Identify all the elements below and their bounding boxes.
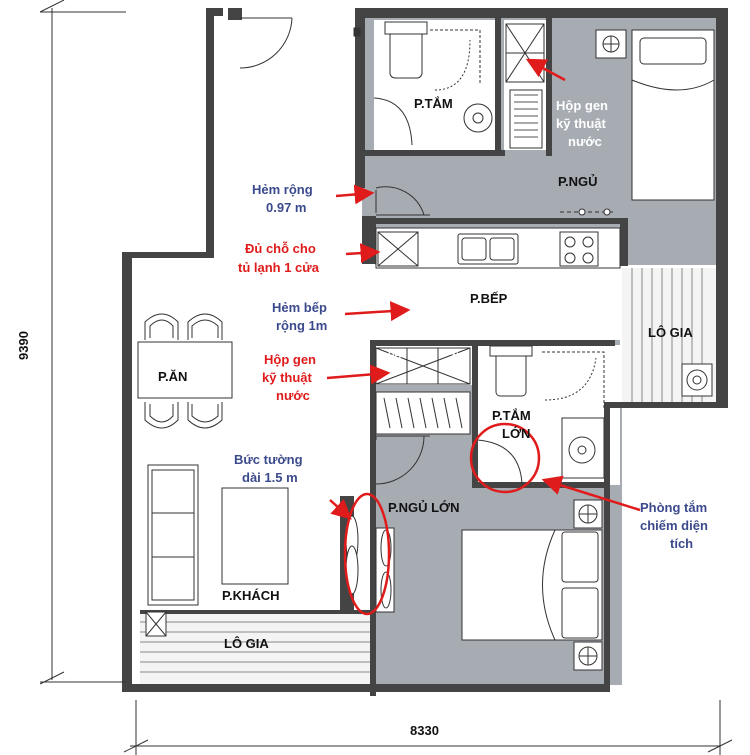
- room-label-dining: P.ĂN: [158, 369, 187, 384]
- master-bedroom-furniture: [461, 499, 603, 671]
- svg-text:tủ lạnh 1 cửa: tủ lạnh 1 cửa: [238, 260, 320, 275]
- highlight-bath-circle: [469, 422, 541, 494]
- room-label-bedroom: P.NGỦ: [558, 174, 598, 189]
- svg-text:rộng 1m: rộng 1m: [276, 318, 327, 333]
- note-hallway-width: Hẻm rộng 0.97 m: [252, 182, 313, 215]
- washing-machine: [681, 363, 713, 397]
- dimension-height: 9390: [16, 331, 31, 360]
- duct-tag-hb: HB: [388, 351, 401, 361]
- svg-text:dài 1.5 m: dài 1.5 m: [242, 470, 298, 485]
- duct-left-boxes: [375, 347, 471, 385]
- room-labels: P.TẮM P.NGỦ P.BẾP LÔ GIA P.ĂN P.TẮM LỚN …: [158, 96, 693, 651]
- room-label-balcony-bottom: LÔ GIA: [224, 636, 269, 651]
- annotation-arrows: [326, 58, 641, 520]
- room-label-living: P.KHÁCH: [222, 588, 280, 603]
- svg-text:Bức tường: Bức tường: [234, 452, 303, 467]
- svg-text:Hộp gen: Hộp gen: [556, 98, 608, 113]
- room-label-bath-small: P.TẮM: [414, 96, 453, 111]
- dimension-lines: [39, 0, 733, 755]
- highlight-circles: [343, 422, 541, 616]
- svg-text:kỹ thuật: kỹ thuật: [556, 116, 607, 131]
- svg-text:kỹ thuật: kỹ thuật: [262, 370, 313, 385]
- arrow-fridge: [345, 243, 381, 264]
- bedroom-door: [375, 186, 430, 216]
- room-label-kitchen: P.BẾP: [470, 291, 508, 306]
- arrow-kitchen-hall: [344, 301, 411, 322]
- arrow-bath: [541, 475, 641, 512]
- duct-tag-n: N: [452, 351, 459, 361]
- note-duct-top: Hộp gen kỹ thuật nước: [556, 98, 608, 149]
- dimension-width: 8330: [410, 723, 439, 738]
- room-label-bath-master-1: P.TẮM: [492, 408, 531, 423]
- highlight-wall-circle: [343, 492, 391, 616]
- wardrobe: [375, 391, 471, 435]
- svg-text:nước: nước: [276, 388, 310, 403]
- balcony-bottom-deck: [140, 611, 372, 684]
- duct-tag-hw: HW: [419, 351, 434, 361]
- svg-text:Phòng tắm: Phòng tắm: [640, 500, 707, 515]
- note-duct-left: Hộp gen kỹ thuật nước: [262, 352, 316, 403]
- svg-text:nước: nước: [568, 134, 602, 149]
- svg-text:Hẻm rộng: Hẻm rộng: [252, 182, 313, 197]
- room-label-bath-master-2: LỚN: [502, 426, 530, 441]
- svg-text:Hộp gen: Hộp gen: [264, 352, 316, 367]
- master-bedroom-door: [375, 435, 430, 485]
- bath-small-fixtures: [373, 21, 493, 146]
- arrow-hallway: [335, 184, 375, 205]
- dining-set: [137, 313, 233, 429]
- arrow-duct-left: [326, 364, 391, 385]
- svg-text:0.97 m: 0.97 m: [266, 200, 306, 215]
- note-fridge-space: Đủ chỗ cho tủ lạnh 1 cửa: [238, 241, 320, 275]
- note-bathroom-area: Phòng tắm chiếm diện tích: [640, 500, 708, 551]
- note-wall-length: Bức tường dài 1.5 m: [234, 452, 303, 485]
- duct-tags: HB HW N: [388, 351, 459, 361]
- svg-text:Đủ chỗ cho: Đủ chỗ cho: [245, 241, 316, 256]
- note-kitchen-hall: Hẻm bếp rộng 1m: [272, 300, 327, 333]
- arrow-duct-top: [525, 58, 566, 82]
- entrance-door: [239, 17, 361, 69]
- svg-text:tích: tích: [670, 536, 693, 551]
- arrow-wall: [329, 498, 352, 520]
- bath-master-fixtures: [477, 345, 605, 485]
- svg-text:Hẻm bếp: Hẻm bếp: [272, 300, 327, 315]
- svg-text:chiếm diện: chiếm diện: [640, 518, 708, 533]
- room-label-balcony-right: LÔ GIA: [648, 325, 693, 340]
- bedroom-furniture: [560, 29, 715, 216]
- living-furniture: [145, 464, 395, 637]
- duct-top-boxes: [505, 23, 545, 149]
- room-label-master-bedroom: P.NGỦ LỚN: [388, 500, 460, 515]
- kitchen-counter: [375, 227, 621, 269]
- walls: [122, 8, 728, 696]
